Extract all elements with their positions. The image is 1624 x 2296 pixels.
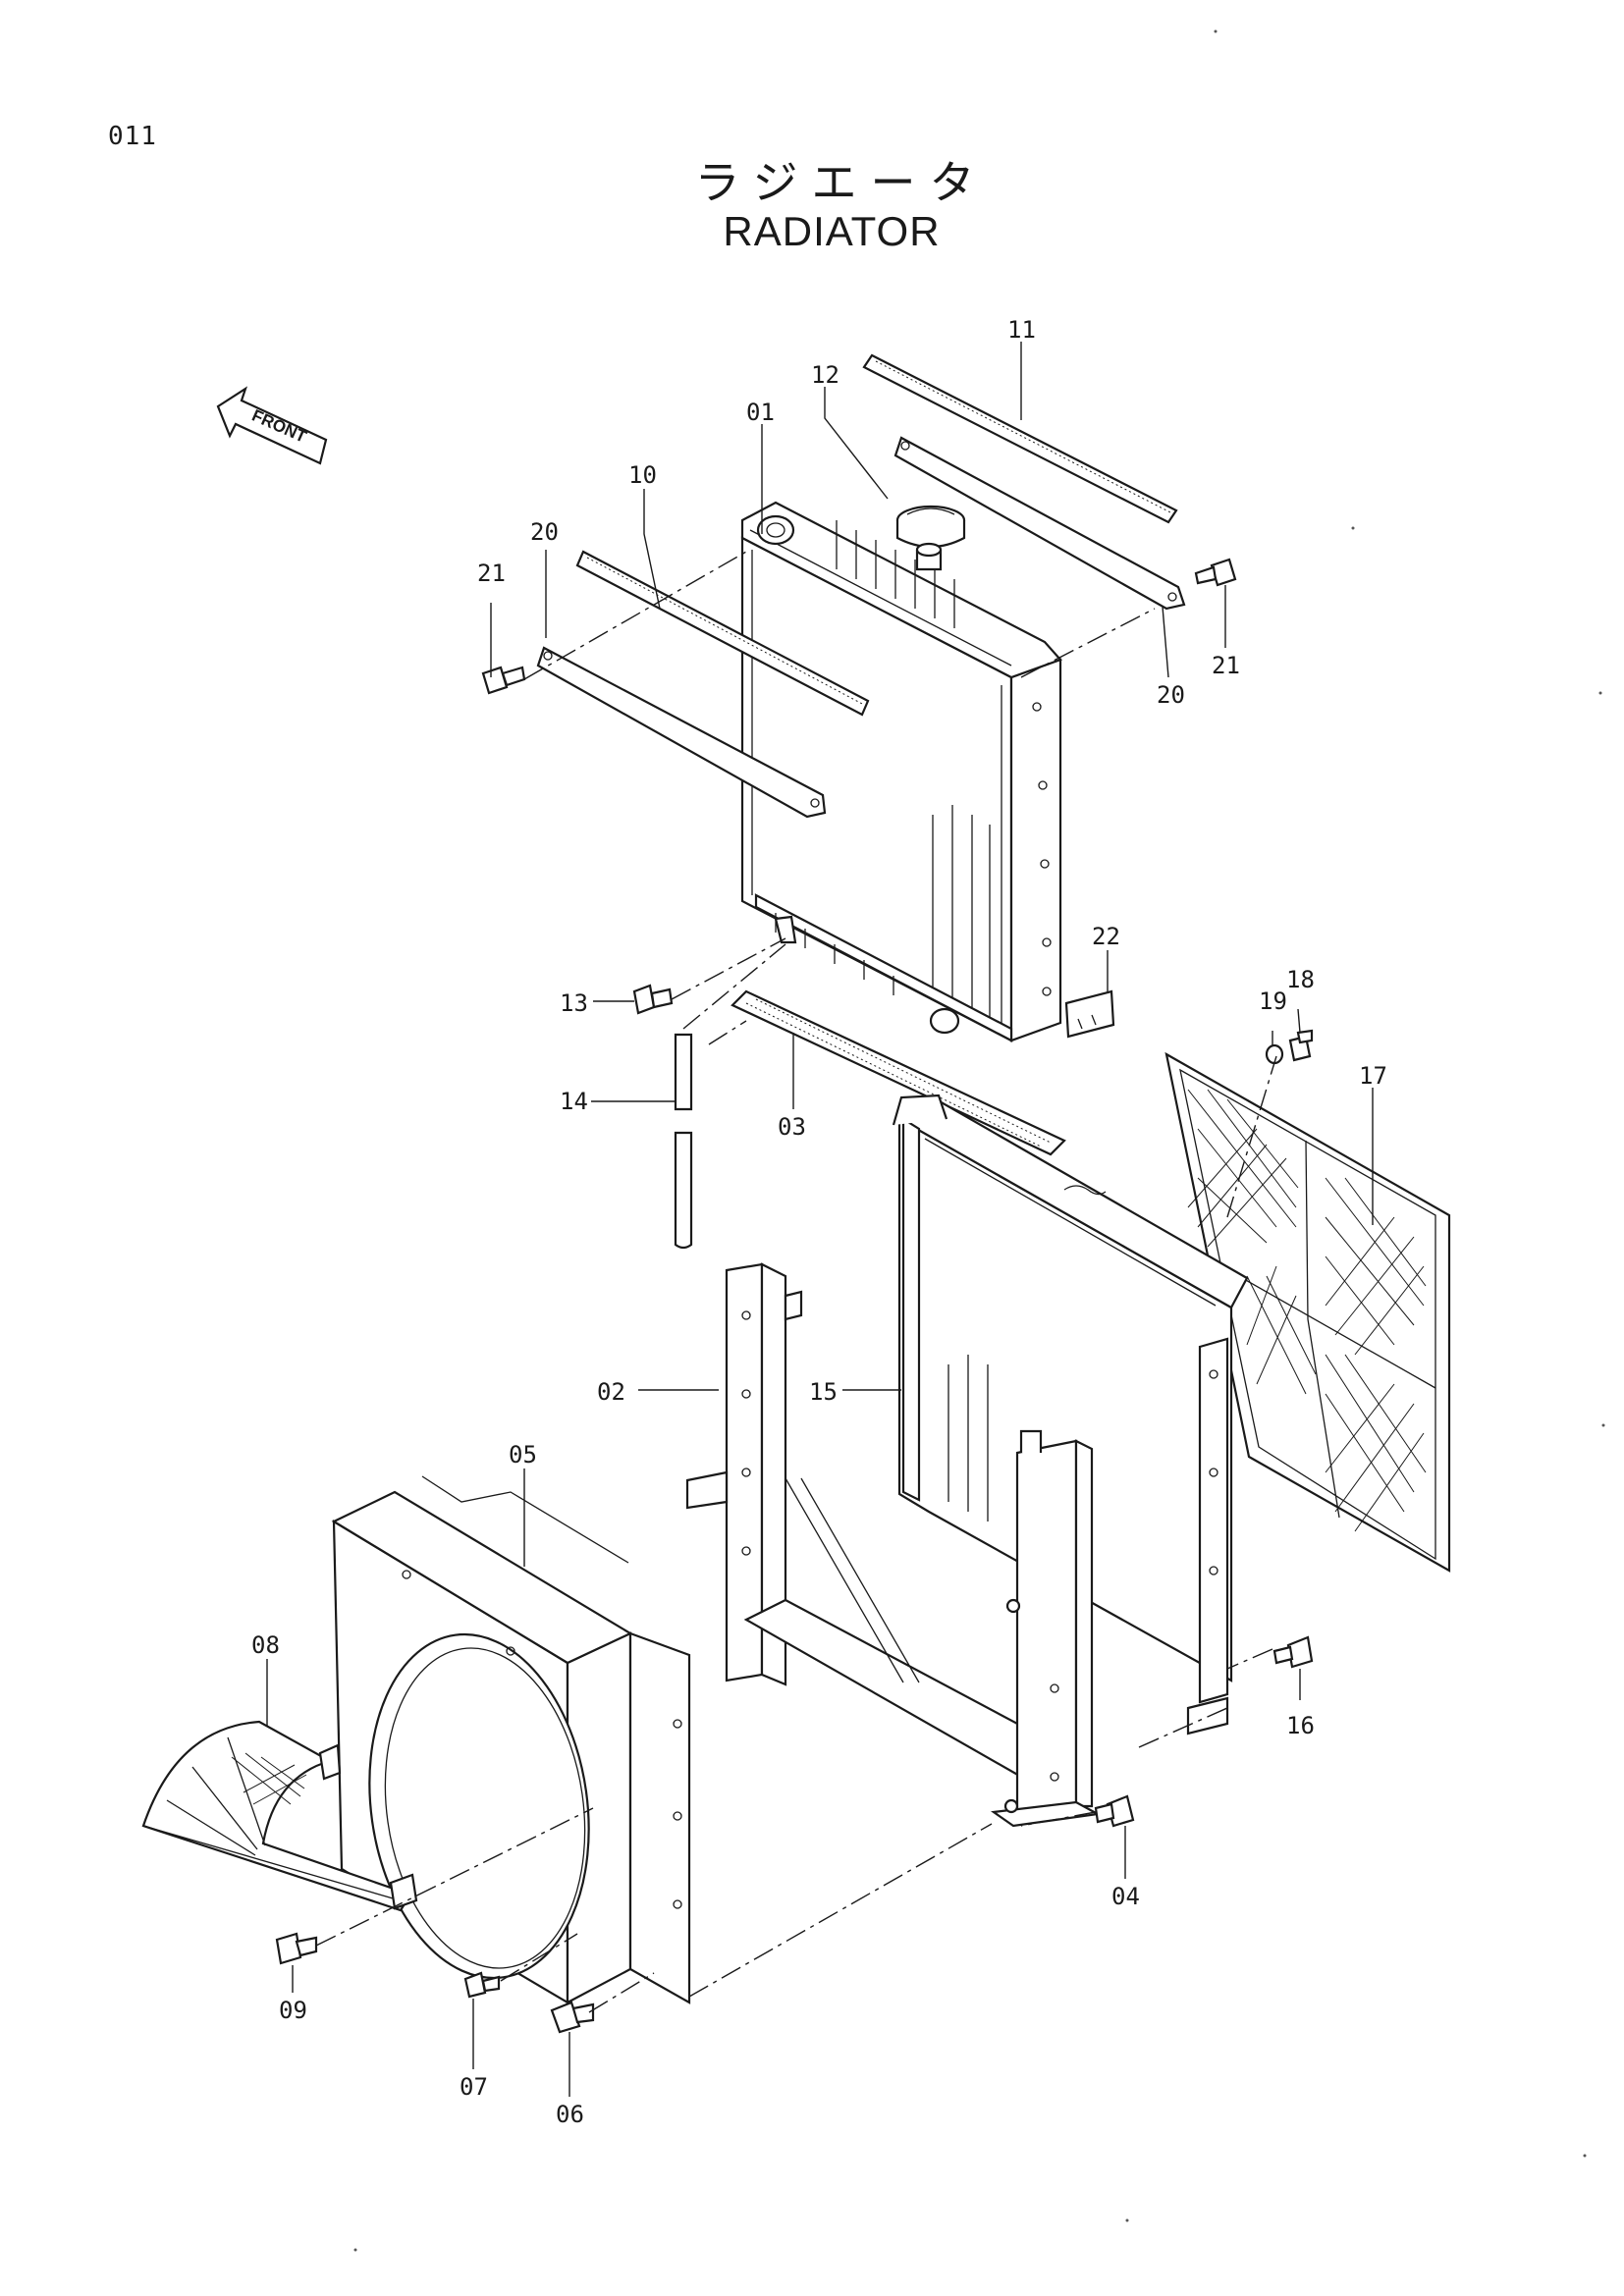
part-16-bolt-icon [1272, 1635, 1314, 1669]
title-japanese: ラジエータ [694, 156, 989, 209]
callout-02: 02 [597, 1378, 625, 1406]
print-specks [353, 29, 1605, 2252]
part-13-drain-bolt-icon [632, 984, 674, 1015]
part-01-radiator-core [740, 501, 1062, 1042]
callout-14: 14 [560, 1088, 588, 1115]
part-04-bolt-icon [1094, 1794, 1135, 1828]
callout-11: 11 [1007, 316, 1036, 344]
callout-09: 09 [279, 1997, 307, 2024]
callout-18: 18 [1286, 966, 1315, 993]
callout-15: 15 [809, 1378, 838, 1406]
callout-labels: 01 02 03 04 05 06 07 08 09 10 11 12 13 1… [251, 316, 1387, 2128]
callout-08: 08 [251, 1631, 280, 1659]
callout-01: 01 [746, 399, 775, 426]
callout-06: 06 [556, 2101, 584, 2128]
part-22-plate [1064, 989, 1115, 1039]
callout-12: 12 [811, 361, 839, 389]
part-05-fan-shroud [331, 1475, 691, 2004]
part-09-bolt-icon [275, 1932, 318, 1965]
part-07-bolt-icon [463, 1971, 501, 1999]
callout-16: 16 [1286, 1712, 1315, 1739]
part-03-bottom-seal [731, 989, 1066, 1156]
callout-03: 03 [778, 1113, 806, 1141]
page-number: 011 [108, 122, 157, 151]
callout-17: 17 [1359, 1062, 1387, 1090]
part-21-bolt-left-icon [481, 666, 526, 695]
part-10-left-seal-strip [575, 550, 870, 717]
part-11-top-seal-strip [862, 353, 1178, 524]
part-02-frame [685, 1262, 1229, 1828]
callout-04: 04 [1111, 1883, 1140, 1910]
part-21-bolt-right-icon [1194, 558, 1237, 587]
callout-20-left: 20 [530, 518, 559, 546]
callout-19: 19 [1259, 988, 1287, 1015]
callout-13: 13 [560, 989, 588, 1017]
title-english: RADIATOR [723, 208, 941, 254]
callout-20-right: 20 [1157, 681, 1185, 709]
part-14-hose [674, 1033, 693, 1250]
callout-22: 22 [1092, 923, 1120, 950]
part-18-nut-icon [1288, 1029, 1314, 1062]
alignment-lines [315, 551, 1277, 2013]
callout-05: 05 [509, 1441, 537, 1468]
part-08-fan-guard [141, 1720, 418, 1912]
part-20-right-stay-bar [893, 436, 1186, 611]
part-20-left-stay-bar [536, 646, 827, 819]
part-15-oil-cooler [892, 1094, 1249, 1704]
callout-21-left: 21 [477, 560, 506, 587]
callout-07: 07 [460, 2073, 488, 2101]
callout-21-right: 21 [1212, 652, 1240, 679]
part-17-mesh-screen [1164, 1051, 1451, 1573]
leader-lines [266, 342, 1374, 2097]
part-12-radiator-cap [895, 505, 966, 548]
part-06-bolt-icon [550, 2001, 595, 2034]
callout-10: 10 [628, 461, 657, 489]
front-arrow-icon: FRONT [216, 386, 328, 465]
